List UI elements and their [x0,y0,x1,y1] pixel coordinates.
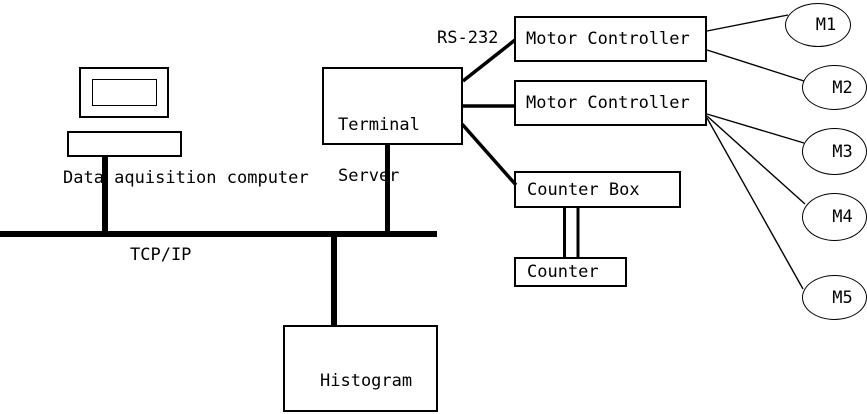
motor-m2: M2 [802,65,867,110]
monitor-screen [92,79,157,106]
motor-m1: M1 [785,3,851,47]
motor-m5-label: M5 [832,287,853,308]
motor-m3-label: M3 [832,141,853,162]
motor-m4-label: M4 [832,207,853,227]
histogram-memory-label-line1: Histogram [320,371,413,391]
mc2-m4-line [706,115,806,205]
tcpip-label: TCP/IP [130,245,192,265]
motor-controller-1-label: Motor Controller [526,29,690,49]
motor-m3: M3 [802,128,867,175]
motor-m2-label: M2 [832,77,853,98]
counter-box: Counter [514,257,627,287]
daq-computer-label: Data aquisition computer [63,168,309,188]
motor-m1-label: M1 [815,15,837,35]
ts-counterbox-link-line [460,122,518,187]
mc1-m1-line [706,14,789,32]
motor-controller-2-box: Motor Controller [514,80,707,126]
motor-controller-2-label: Motor Controller [526,93,690,113]
rs232-label: RS-232 [437,28,499,48]
counter-box-label: Counter Box [527,179,640,200]
motor-m4: M4 [802,193,867,241]
terminal-server-label-line1: Terminal [338,115,420,135]
terminal-server-label-line2: Server [338,166,400,186]
terminal-server-box: Terminal Server [322,67,463,185]
counter-label: Counter [527,262,599,282]
motor-m5: M5 [802,275,867,320]
mc1-m2-line [706,49,805,82]
keyboard-outline [67,131,182,157]
histogram-memory-box: Histogram Memory [283,325,438,412]
mc2-m3-line [706,113,805,144]
motor-controller-1-box: Motor Controller [514,16,707,62]
counter-box-box: Counter Box [514,171,681,208]
mc2-m5-line [706,117,804,290]
